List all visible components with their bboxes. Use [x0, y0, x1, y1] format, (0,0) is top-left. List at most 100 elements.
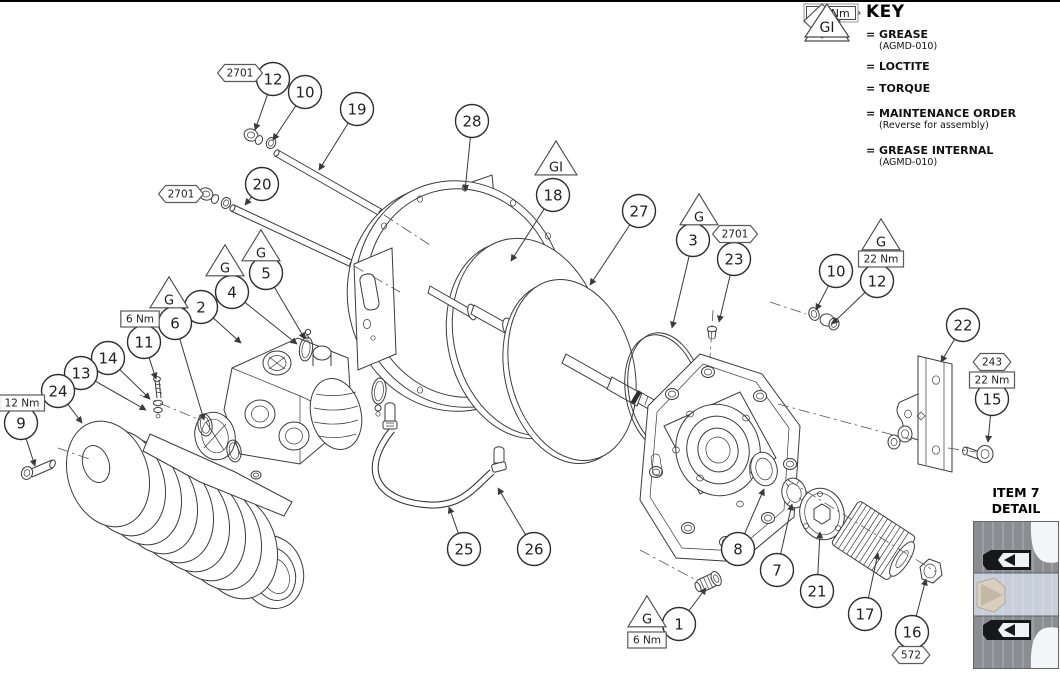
key-label: = GREASE [866, 28, 929, 41]
balloon-8: 8 [720, 488, 765, 567]
leader-line [510, 208, 545, 262]
balloon-1: 1 [661, 587, 707, 642]
elbow-fitting-left [383, 403, 397, 429]
balloon-circle [945, 307, 981, 343]
leader-line [25, 438, 37, 467]
leader-line [717, 274, 731, 323]
torque-tag-text: 6 Nm [126, 314, 154, 326]
balloon-number: 17 [855, 606, 874, 624]
balloon-14: 14 [90, 340, 151, 400]
hex-tag-2701: 2701 [216, 63, 264, 83]
leader-line [318, 122, 349, 171]
key-row-torque: ##Nm = TORQUE [802, 3, 1058, 95]
leader-line [244, 301, 298, 345]
leader-line [780, 503, 795, 555]
leader-line [815, 285, 829, 311]
key-legend: KEY G = GREASE (AGMD-010) ### = [802, 2, 1058, 168]
grease-triangle-GI: GI [534, 139, 578, 176]
balloon-number: 10 [295, 84, 314, 102]
key-sublabel: (Reverse for assembly) [879, 120, 989, 131]
balloon-circle [40, 373, 76, 409]
balloon-circle [720, 531, 756, 567]
balloon-3: 3 [670, 222, 711, 329]
grease-letter: G [220, 261, 230, 276]
seal-cross-section-image [973, 521, 1059, 670]
balloon-circle [244, 166, 280, 202]
balloon-number: 27 [629, 203, 648, 221]
balloon-number: 5 [261, 265, 271, 283]
flange-holes [651, 411, 758, 507]
balloon-21: 21 [799, 531, 835, 609]
balloon-number: 6 [170, 315, 180, 333]
balloon-number: 19 [347, 101, 366, 119]
balloon-number: 12 [263, 71, 282, 89]
hex-tag-2701: 2701 [711, 224, 759, 244]
leader-line [985, 415, 993, 443]
balloon-number: 8 [733, 541, 743, 559]
balloon-5: 5 [248, 255, 306, 340]
balloon-circle [799, 573, 835, 609]
leader-line [670, 255, 690, 329]
balloon-number: 13 [71, 365, 90, 383]
leader-line [589, 224, 631, 286]
balloon-number: 11 [134, 334, 153, 352]
balloon-4: 4 [214, 274, 298, 345]
balloon-9: 9 [3, 405, 39, 467]
flange-bolts [650, 367, 797, 548]
balloon-15: 15 [974, 381, 1010, 443]
diaphragm-disc [485, 266, 655, 478]
vent-bolt [707, 326, 716, 339]
detail-title-line2: DETAIL [991, 500, 1041, 516]
balloon-11: 11 [126, 324, 162, 380]
balloon-23: 23 [716, 241, 752, 323]
grease-triangle-G: G [861, 217, 901, 251]
grease-triangle-G: G [241, 228, 281, 262]
hex-tag-243: 243 [972, 352, 1012, 372]
balloon-12: 12 [253, 61, 291, 131]
pump-body [153, 329, 369, 464]
balloon-number: 21 [807, 583, 826, 601]
hex-tag-text: 2701 [168, 189, 195, 201]
grease-letter: G [694, 210, 704, 225]
balloon-number: 25 [454, 541, 473, 559]
seal-parts-row [747, 449, 942, 584]
torque-tag: 22 Nm [857, 250, 905, 268]
key-row-grease-internal: GI = GREASE INTERNAL (AGMD-010) [802, 2, 1058, 168]
balloon-circle [339, 91, 375, 127]
leader-line [95, 380, 147, 411]
hex-tag-text: 2701 [722, 229, 749, 241]
torque-tag-text: 12 Nm [5, 398, 40, 410]
leader-line [462, 137, 471, 192]
balloon-number: 4 [227, 284, 237, 302]
grease-triangle-G: G [149, 275, 189, 309]
balloon-25: 25 [446, 506, 482, 567]
hex-tag-text: 572 [901, 650, 921, 662]
leader-line [244, 196, 253, 206]
balloon-number: 14 [98, 350, 117, 368]
balloon-circle [759, 552, 795, 588]
grease-letter: G [876, 235, 886, 250]
balloon-circle [63, 355, 99, 391]
key-label: = GREASE INTERNAL [866, 144, 994, 157]
balloon-7: 7 [759, 503, 795, 588]
balloon-circle [287, 74, 323, 110]
bellows [831, 500, 922, 584]
balloon-circle [454, 103, 490, 139]
leader-line [179, 338, 206, 421]
elbow-fitting-right [491, 447, 507, 473]
balloon-13: 13 [63, 355, 147, 411]
torque-tag: 6 Nm [120, 310, 160, 328]
hose-assembly [375, 403, 507, 505]
leader-line [212, 317, 242, 344]
hex-tag-572: 572 [891, 645, 931, 665]
leader-line [831, 292, 866, 325]
balloon-number: 26 [524, 541, 543, 559]
balloon-number: 7 [772, 562, 782, 580]
balloon-26: 26 [497, 487, 552, 567]
balloon-20: 20 [244, 166, 280, 206]
leader-line [67, 403, 83, 424]
key-row-maintenance: # = MAINTENANCE ORDER (Reverse for assem… [802, 3, 1058, 131]
balloon-number: 2 [196, 299, 206, 317]
